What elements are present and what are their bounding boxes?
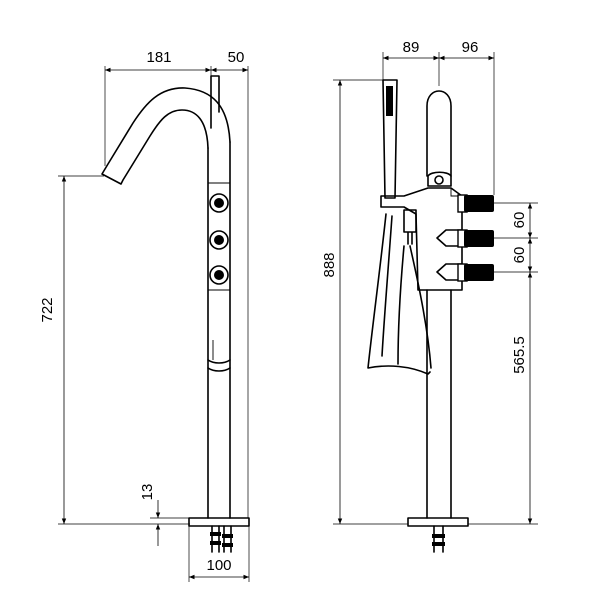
lower-column: [426, 289, 452, 519]
hand-shower: [382, 79, 398, 199]
front-inlet-pipe: [432, 525, 445, 553]
dim-lowest-handle-height: 565.5: [511, 336, 528, 374]
dim-spout-reach: 181: [146, 49, 171, 66]
upper-tube: [426, 90, 452, 177]
front-elevation-view: 89 96 888 60 60 565.5: [321, 39, 538, 553]
dim-base-thickness: 13: [139, 484, 156, 501]
dim-shower-offset: 89: [403, 39, 420, 56]
dim-spout-height: 722: [39, 297, 56, 322]
knob-bottom: [209, 265, 229, 285]
column-joint-4: [207, 367, 231, 372]
handle-bottom: [457, 263, 494, 282]
mixer-body: [380, 187, 463, 291]
side-elevation-view: 181 50 722 13 100: [39, 49, 250, 582]
column-joint-3: [207, 359, 231, 364]
base-plate: [188, 517, 250, 527]
handle-arms: [436, 229, 463, 281]
shower-hose: [367, 213, 432, 375]
dim-handle-offset: 96: [462, 39, 479, 56]
top-diverter-knob: [427, 171, 452, 187]
dim-base-width: 100: [206, 557, 231, 574]
knob-top: [209, 193, 229, 213]
dim-handle-spacing-1: 60: [511, 212, 528, 229]
column-body: [207, 141, 231, 519]
inlet-pipes: [210, 525, 233, 553]
handle-top: [457, 194, 494, 213]
dim-handle-spacing-2: 60: [511, 247, 528, 264]
hose-holder: [403, 209, 417, 245]
front-base-plate: [407, 517, 469, 527]
top-rod: [210, 75, 220, 129]
gooseneck-spout: [101, 87, 231, 185]
knob-middle: [209, 230, 229, 250]
handle-middle: [457, 229, 494, 248]
dim-top-offset: 50: [228, 49, 245, 66]
dim-total-height: 888: [321, 252, 338, 277]
